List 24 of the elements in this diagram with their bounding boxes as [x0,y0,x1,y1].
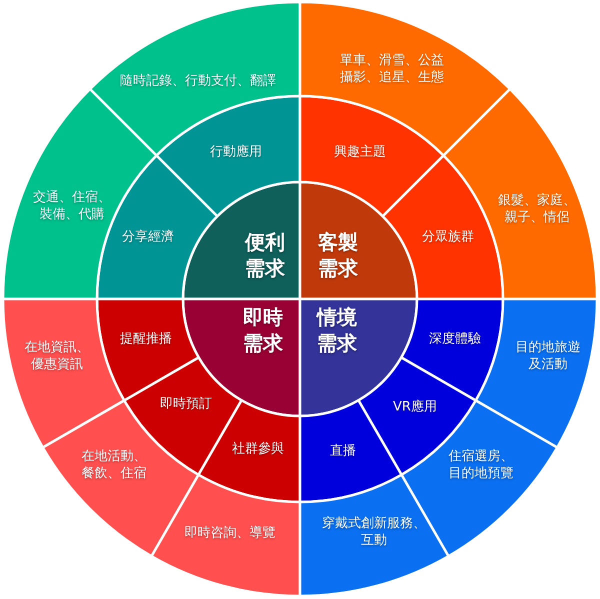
segment-label: 情境需求 [315,304,358,356]
segment-label: 即時需求 [242,304,284,356]
segment-label: 便利需求 [244,229,286,281]
segment-label: 即時咨詢、導覽 [184,526,276,542]
segment-label: 直播 [329,444,357,460]
segment-label: 交通、住宿、裝備、代購 [32,190,112,224]
segment-label: 社群參與 [231,442,285,458]
segment-label: 單車、滑雪、公益攝影、追星、生態 [339,53,445,87]
segment-label: 深度體驗 [428,332,482,348]
segment-label: 興趣主題 [333,144,387,162]
segment-label: VR應用 [392,400,438,416]
segment-label: 分享經濟 [121,230,175,246]
segment-label: 銀髮、家庭、親子、情侶 [497,193,577,227]
segment-label: 穿戴式創新服務、互動 [321,516,427,550]
segment-label: 客製需求 [317,229,359,281]
segment-label: 提醒推播 [119,332,173,348]
segment-label: 住宿選房、目的地預覽 [448,449,514,483]
segment-label: 分眾族群 [421,230,475,246]
segment-label: 隨時記錄、行動支付、翻譯 [119,74,277,90]
segment-label: 即時預訂 [159,396,213,414]
segment-label: 目的地旅遊及活動 [514,340,582,374]
segment-label: 在地活動、餐飲、住宿 [80,449,148,483]
segment-label: 行動應用 [209,144,263,162]
segment-label: 在地資訊、優惠資訊 [24,340,90,374]
